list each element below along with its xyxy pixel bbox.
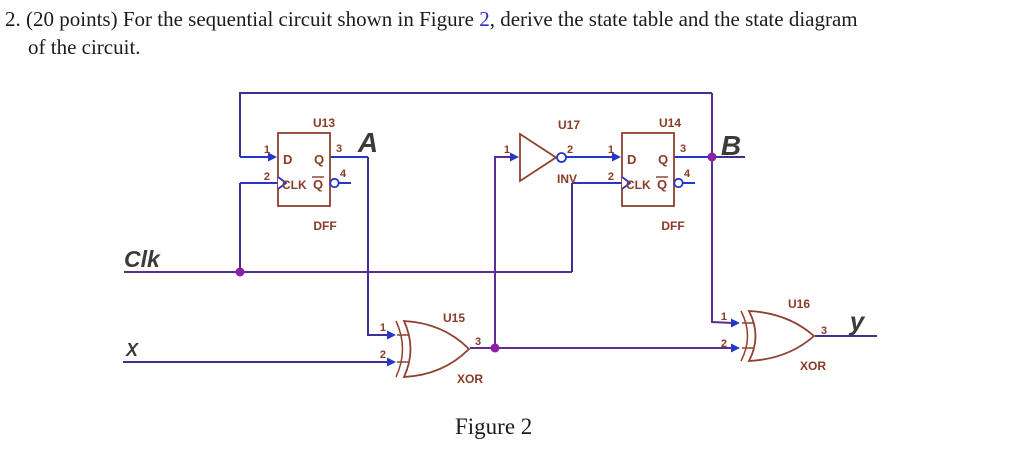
u16-xor-arc <box>740 310 749 362</box>
u17-ref: U17 <box>558 118 580 132</box>
u15-type: XOR <box>457 372 483 386</box>
wire-riser-to-inv <box>494 156 513 348</box>
wire-b-vertical <box>711 93 734 324</box>
u13-ref: U13 <box>313 116 335 130</box>
net-label-x: X <box>125 340 139 360</box>
u15-xor-body <box>402 320 471 378</box>
arrow-u15-p2 <box>387 357 396 367</box>
u14-pin4-number: 4 <box>684 168 691 180</box>
u14-ref: U14 <box>659 116 681 130</box>
arrow-inv-in <box>510 152 519 162</box>
arrow-u16-p1 <box>731 318 740 328</box>
figure-caption: Figure 2 <box>455 414 533 439</box>
u13-qbar-bubble-icon <box>329 177 340 189</box>
u13-pin-d-label: D <box>283 152 292 167</box>
u16-pin2-number: 2 <box>721 338 727 350</box>
u14-pin-clk-label: CLK <box>626 178 651 192</box>
statement-line-1: 2. (20 points) For the sequential circui… <box>5 5 1020 33</box>
net-label-a: A <box>357 127 378 158</box>
u15-pin3-number: 3 <box>475 336 481 348</box>
u13-type: DFF <box>313 219 336 233</box>
u14-dff-body <box>621 132 675 207</box>
arrow-u15-p1 <box>387 330 396 340</box>
u15-xor-arc <box>395 320 404 378</box>
arrow-u16-p2 <box>731 343 740 353</box>
u13-clock-chevron-icon <box>277 176 288 190</box>
u13-pin-qbar-label: Q <box>313 177 323 192</box>
arrow-u13-d <box>268 152 277 162</box>
u13-pin-q-label: Q <box>314 152 324 167</box>
u13-dff-body <box>277 132 331 207</box>
u13-pin3-number: 3 <box>336 143 342 155</box>
u14-qbar-bubble-icon <box>673 177 684 189</box>
junction-b <box>707 152 717 162</box>
u17-pin1-number: 1 <box>504 144 510 156</box>
u16-ref: U16 <box>788 297 810 311</box>
u14-clock-chevron-icon <box>621 176 632 190</box>
statement-line-2: of the circuit. <box>28 35 141 59</box>
u14-pin2-number: 2 <box>608 171 614 183</box>
u16-type: XOR <box>800 359 826 373</box>
net-label-b: B <box>721 130 741 161</box>
net-label-clk: Clk <box>124 246 161 272</box>
u17-pin2-number: 2 <box>567 144 573 156</box>
u16-xor-body <box>747 310 816 362</box>
u17-bubble-icon <box>556 152 567 163</box>
u13-pin1-number: 1 <box>264 144 270 156</box>
u15-pin2-number: 2 <box>380 349 386 361</box>
arrow-u14-d <box>612 152 621 162</box>
u16-pin1-number: 1 <box>721 311 727 323</box>
u13-pin4-number: 4 <box>340 168 347 180</box>
u13-pin-clk-label: CLK <box>282 178 307 192</box>
statement-text-post: , derive the state table and the state d… <box>489 7 858 31</box>
u14-pin-d-label: D <box>627 152 636 167</box>
u14-pin3-number: 3 <box>680 143 686 155</box>
u15-ref: U15 <box>443 311 465 325</box>
junction-u15-out <box>490 343 500 353</box>
u14-type: DFF <box>661 219 684 233</box>
figure-link[interactable]: 2 <box>479 7 490 31</box>
wire-feedback-b-to-d <box>239 92 712 157</box>
u17-type: INV <box>557 172 577 186</box>
wire-a-net <box>367 157 390 336</box>
problem-statement: 2. (20 points) For the sequential circui… <box>5 5 1020 61</box>
u15-pin1-number: 1 <box>380 322 386 334</box>
u13-pin2-number: 2 <box>264 171 270 183</box>
u17-inverter-body <box>519 132 558 183</box>
u14-pin-qbar-label: Q <box>657 177 667 192</box>
u14-pin-q-label: Q <box>658 152 668 167</box>
junction-clk <box>235 267 245 277</box>
statement-text-pre: 2. (20 points) For the sequential circui… <box>5 7 474 31</box>
net-label-y: y <box>848 306 866 336</box>
u16-pin3-number: 3 <box>821 325 827 337</box>
u14-pin1-number: 1 <box>608 144 614 156</box>
